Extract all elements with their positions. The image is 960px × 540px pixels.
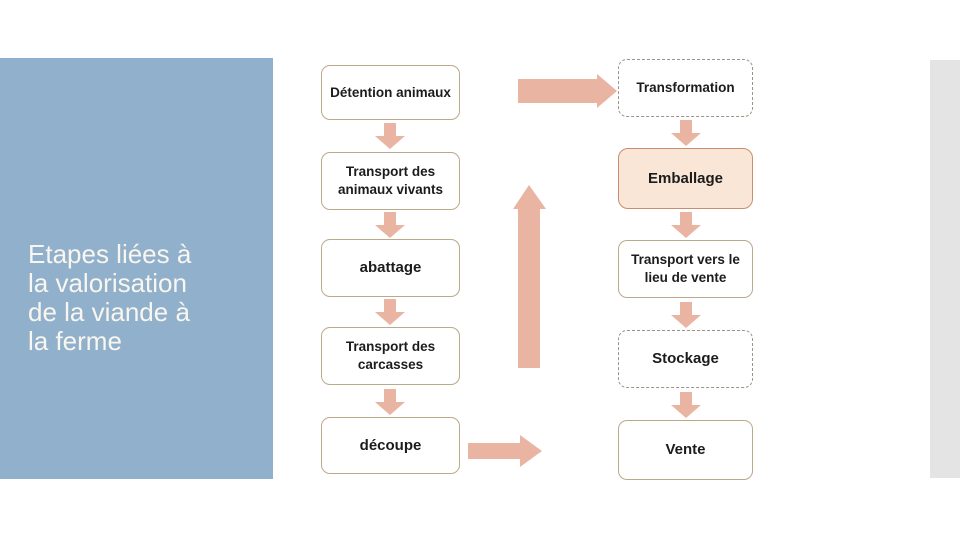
flow-box-label: Détention animaux [330,84,451,100]
arrow-down-icon [375,212,405,238]
flow-box-label: découpe [359,436,422,454]
right-accent-bar [930,60,960,478]
arrow-right-icon [468,435,542,467]
flow-box-decoupe: découpe [321,417,460,474]
arrow-down-icon [375,123,405,149]
arrow-down-icon [671,302,701,328]
flow-box-transport-carcasses: Transport des carcasses [321,327,460,385]
flow-box-transformation: Transformation [618,59,753,117]
flow-box-stockage: Stockage [618,330,753,388]
arrow-down-icon [671,392,701,418]
flow-box-abattage: abattage [321,239,460,297]
flow-box-label: Transformation [636,80,735,96]
flow-box-label: Vente [665,441,706,459]
arrow-down-icon [375,389,405,415]
flow-box-label: Stockage [652,350,719,368]
slide-title: Etapes liées à la valorisation de la via… [28,239,192,356]
flow-box-label: Emballage [647,169,724,187]
flow-box-transport-lieu-vente: Transport vers le lieu de vente [618,240,753,298]
arrow-down-icon [375,299,405,325]
title-panel: Etapes liées à la valorisation de la via… [0,58,273,479]
flow-box-emballage: Emballage [618,148,753,209]
arrow-down-icon [671,120,701,146]
flow-box-label: Transport des animaux vivants [337,164,444,197]
flow-box-transport-animaux-vivants: Transport des animaux vivants [321,152,460,210]
arrow-down-icon [671,212,701,238]
flow-box-vente: Vente [618,420,753,480]
arrow-right-icon [518,74,617,108]
flow-box-label: abattage [359,259,422,277]
arrow-up-icon [513,185,546,368]
flow-box-detention-animaux: Détention animaux [321,65,460,120]
flow-box-label: Transport vers le lieu de vente [631,252,740,285]
flow-box-label: Transport des carcasses [345,339,436,372]
